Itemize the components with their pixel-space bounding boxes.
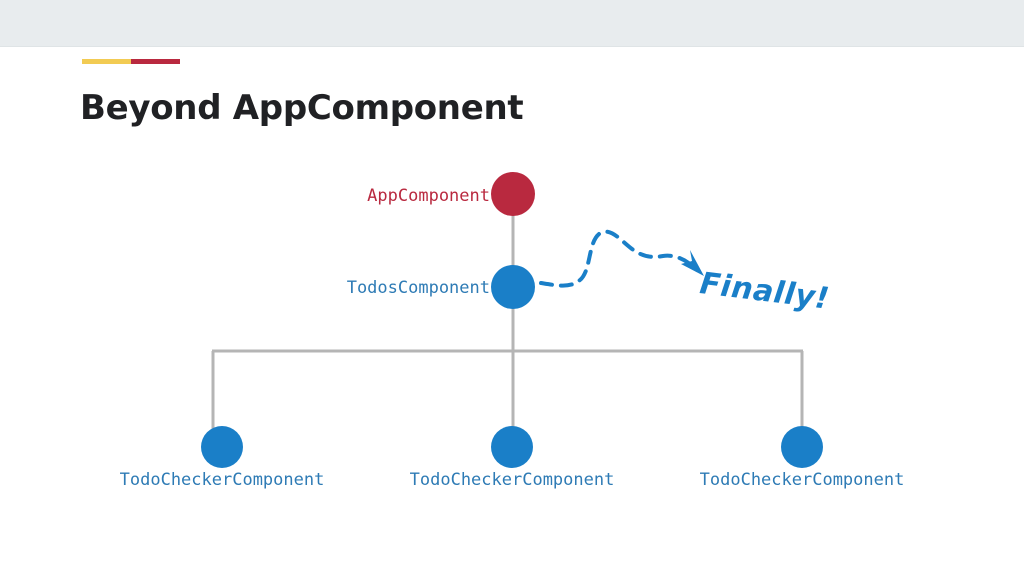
annotation-arrow-path	[539, 229, 699, 288]
node-appcomponent[interactable]	[491, 172, 535, 216]
annotation-arrowhead	[681, 250, 704, 276]
label-todocheckercomponent-2: TodoCheckerComponent	[409, 470, 615, 490]
label-todoscomponent: TodosComponent	[346, 278, 490, 298]
page-title: Beyond AppComponent	[80, 88, 524, 128]
header-strip	[0, 0, 1024, 47]
label-todocheckercomponent-3: TodoCheckerComponent	[699, 470, 905, 490]
accent-rule-left-segment	[82, 59, 131, 64]
node-todocheckercomponent-1[interactable]	[201, 426, 243, 468]
label-appcomponent: AppComponent	[367, 186, 490, 206]
accent-rule	[82, 59, 180, 64]
node-todoscomponent[interactable]	[491, 265, 535, 309]
node-todocheckercomponent-3[interactable]	[781, 426, 823, 468]
label-todocheckercomponent-1: TodoCheckerComponent	[119, 470, 325, 490]
node-todocheckercomponent-2[interactable]	[491, 426, 533, 468]
accent-rule-right-segment	[131, 59, 180, 64]
